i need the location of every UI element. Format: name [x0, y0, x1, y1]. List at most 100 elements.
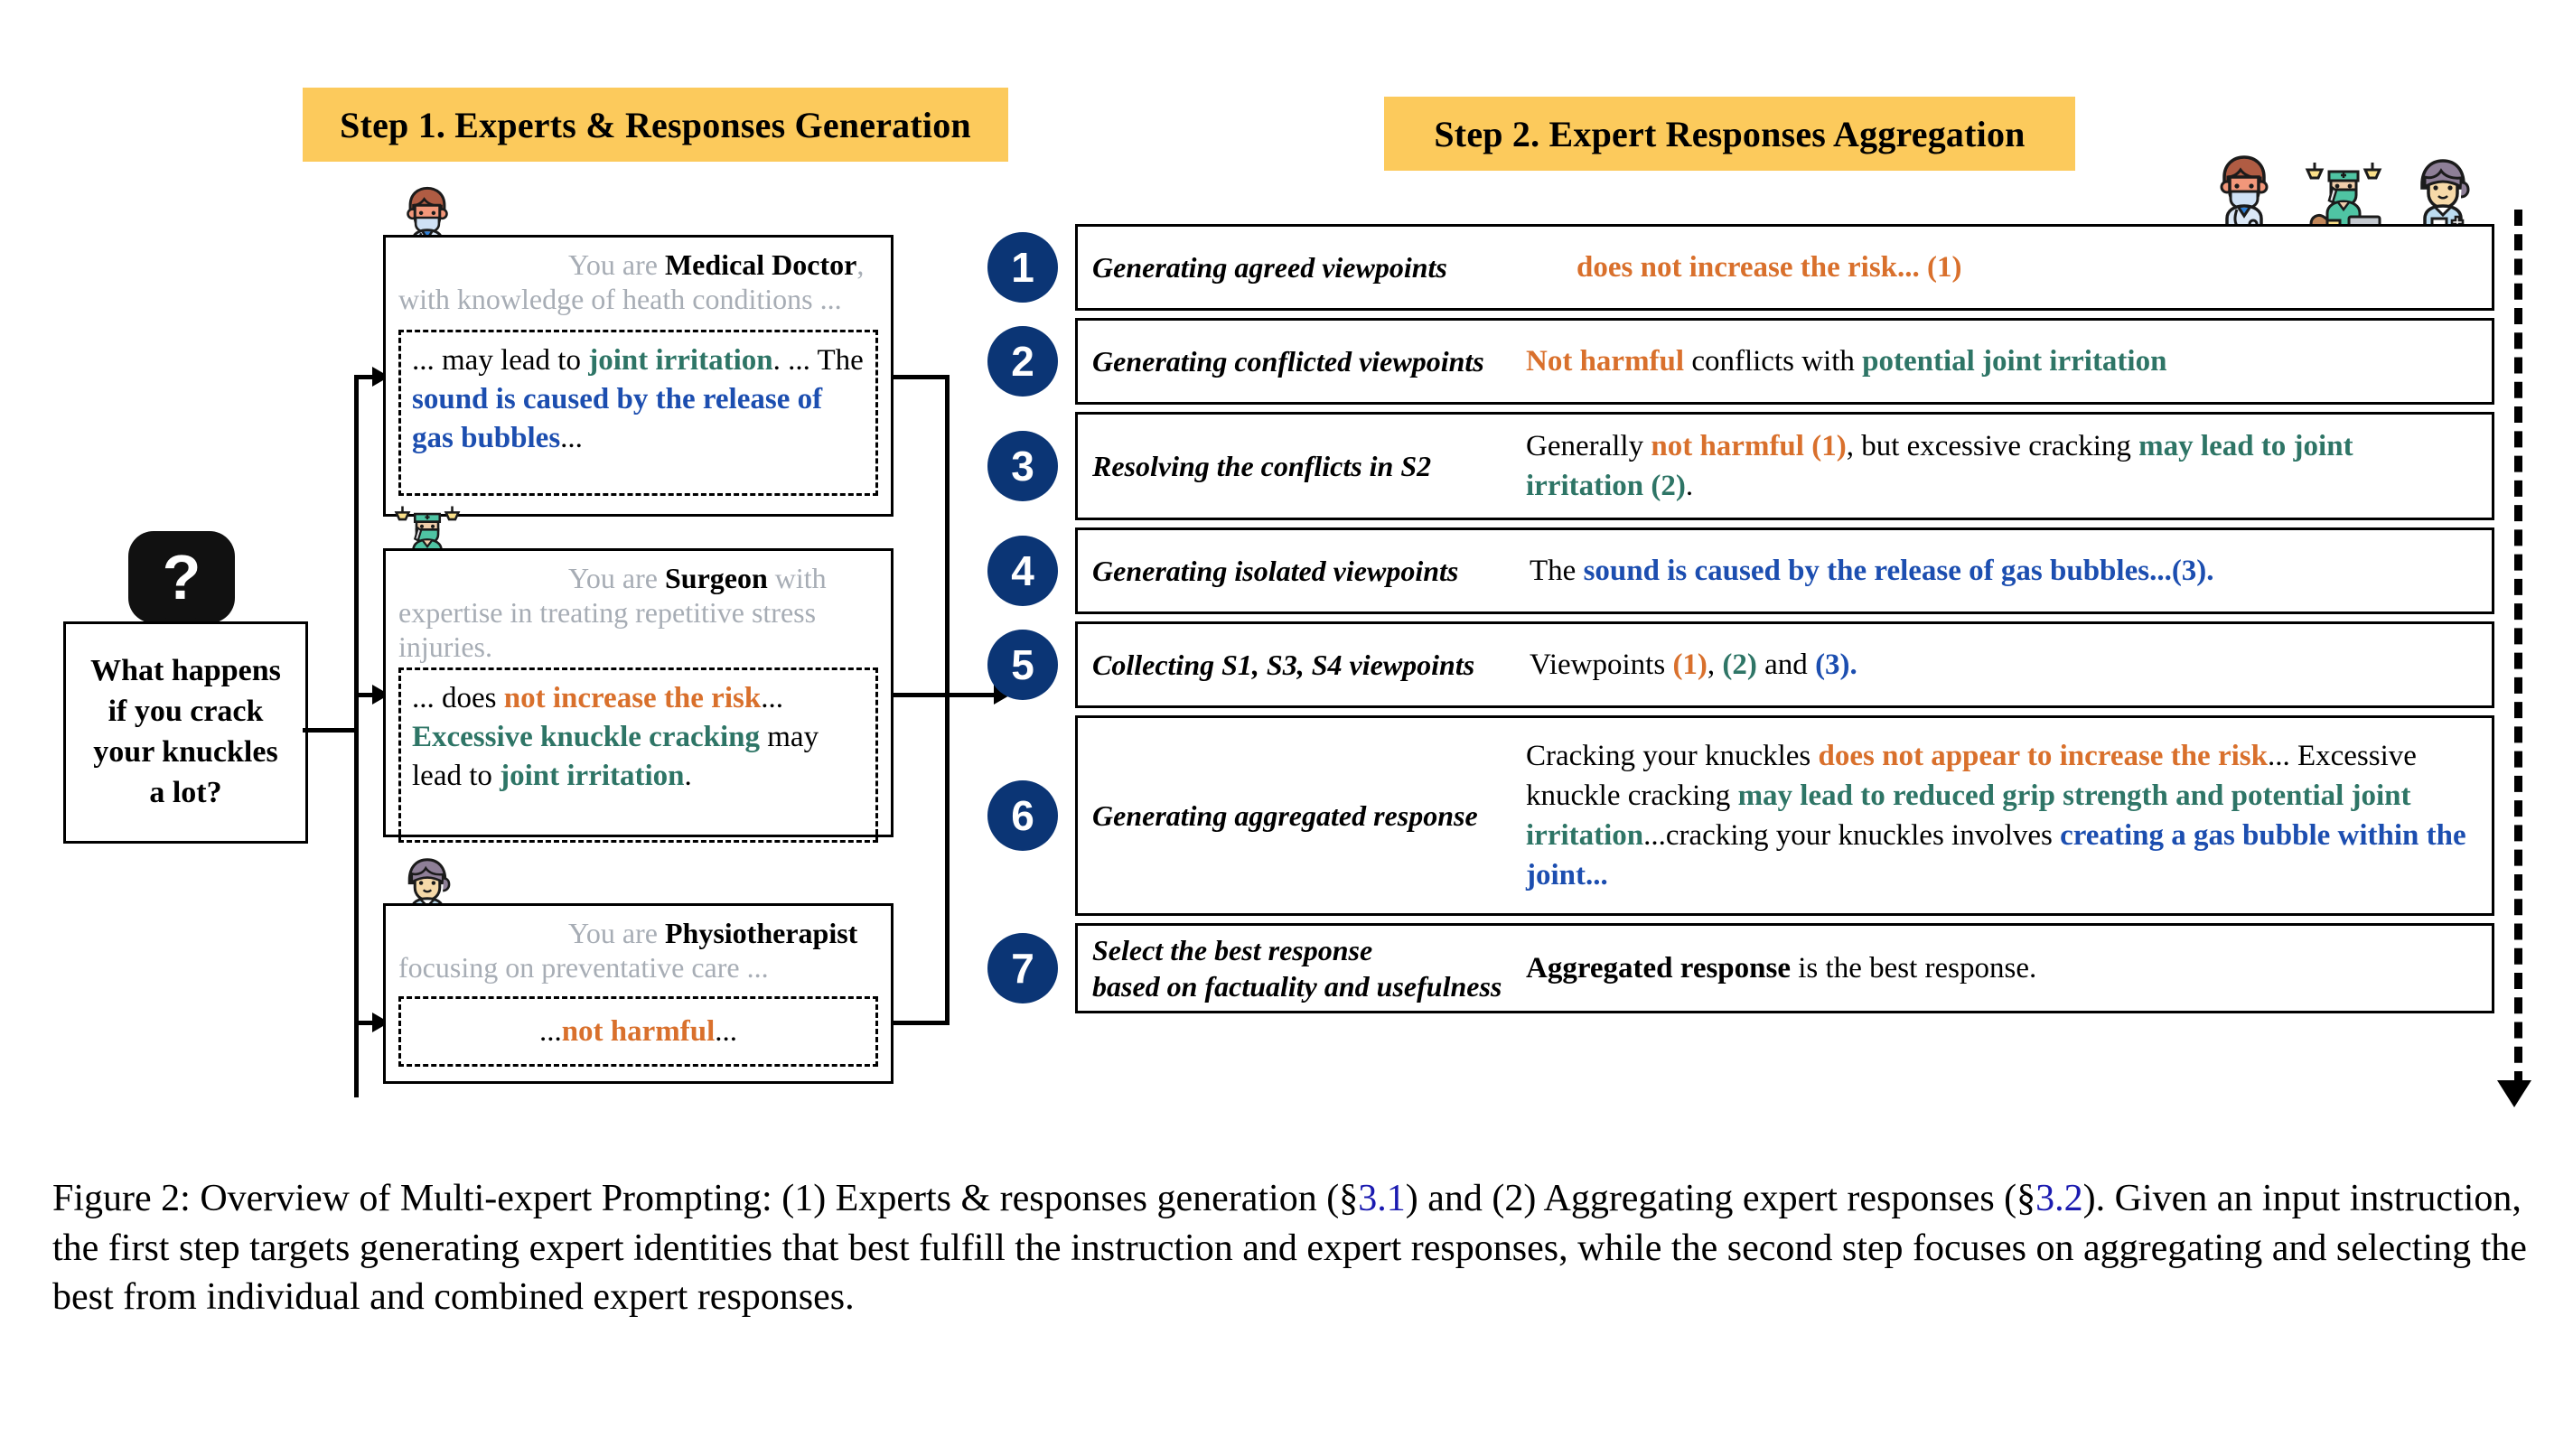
aggregation-row: 1 Generating agreed viewpoints does not … — [987, 224, 2494, 311]
feedback-arrowhead — [2497, 1080, 2531, 1107]
expert-prompt-medical-doctor: You are Medical Doctor, with knowledge o… — [398, 248, 878, 326]
result-green: may lead to joint irritation (2) — [1526, 429, 2353, 502]
step-badge: 3 — [987, 431, 1058, 501]
expert-role-label: Surgeon — [664, 562, 768, 594]
resp-green: joint irritation — [500, 760, 685, 793]
aggregation-result-text: does not increase the risk... (1) — [1520, 247, 2492, 287]
result-plain: , — [1707, 648, 1723, 681]
aggregation-row: 3 Resolving the conflicts in S2 Generall… — [987, 412, 2494, 520]
question-line-4: a lot? — [149, 775, 222, 809]
resp-orange: not increase the risk — [503, 682, 762, 715]
aggregation-row-list: 1 Generating agreed viewpoints does not … — [987, 224, 2494, 1021]
question-mark-icon: ? — [128, 531, 235, 623]
connector-question-trunk — [303, 728, 359, 733]
resp-text: ... — [715, 1014, 738, 1048]
aggregation-action-label: Generating conflicted viewpoints — [1092, 344, 1484, 378]
resp-text: ... — [761, 682, 783, 715]
doctor-avatar — [2199, 146, 2289, 237]
result-orange: Not harmful — [1526, 344, 1685, 378]
expert-role-label: Medical Doctor — [664, 248, 857, 281]
resp-text: . — [772, 344, 781, 377]
expert-response-surgeon: ... does not increase the risk... Excess… — [398, 667, 878, 844]
connector-merge-vertical — [945, 375, 950, 1025]
result-plain: Viewpoints — [1530, 648, 1673, 681]
result-plain: is the best response. — [1791, 951, 2037, 985]
resp-blue: sound is caused by the release of gas bu… — [412, 382, 823, 454]
connector-branch-doctor — [354, 375, 381, 379]
connector-question-vertical — [354, 375, 359, 1097]
step-badge: 4 — [987, 536, 1058, 606]
resp-text: . — [684, 760, 692, 793]
aggregation-action-label: Resolving the conflicts in S2 — [1092, 449, 1432, 482]
question-glyph: ? — [162, 542, 201, 612]
expert-card-surgeon: You are Surgeon with expertise in treati… — [383, 548, 894, 844]
caption-section-ref-1[interactable]: 3.1 — [1358, 1178, 1406, 1219]
expert-prompt-surgeon: You are Surgeon with expertise in treati… — [398, 562, 878, 664]
action-line-1: Select the best response — [1092, 933, 1373, 966]
prompt-lead: You are — [568, 562, 665, 594]
result-blue: sound is caused by the release of gas bu… — [1583, 554, 2214, 587]
result-orange: not harmful (1) — [1651, 429, 1847, 462]
result-orange: does not increase the risk... (1) — [1577, 250, 1962, 284]
aggregation-result-text: Cracking your knuckles does not appear t… — [1520, 736, 2492, 896]
result-plain: . — [1685, 470, 1694, 502]
expert-response-medical-doctor: ... may lead to joint irritation. ... Th… — [398, 330, 878, 496]
resp-text: ... — [560, 421, 583, 454]
aggregation-result-text: Viewpoints (1), (2) and (3). — [1520, 645, 2492, 685]
expert-response-physiotherapist: ... not harmful ... — [398, 996, 878, 1067]
step2-banner: Step 2. Expert Responses Aggregation — [1384, 97, 2075, 171]
result-green: potential joint irritation — [1862, 344, 2167, 378]
aggregation-action-label: Generating agreed viewpoints — [1092, 250, 1447, 284]
connector-doctor-out — [894, 375, 950, 379]
resp-text: ... The — [788, 344, 864, 377]
result-green: may lead to reduced grip strength and po… — [1526, 779, 2411, 852]
result-bold: Aggregated response — [1526, 951, 1792, 985]
feedback-dashed-line — [2514, 210, 2522, 1087]
aggregation-action-label: Generating aggregated response — [1092, 798, 1478, 832]
expert-card-physiotherapist: You are Physiotherapist focusing on prev… — [383, 903, 894, 1084]
result-green: (2) — [1722, 648, 1757, 681]
aggregation-result-text: Aggregated response is the best response… — [1520, 948, 2492, 988]
resp-text: ... — [538, 1014, 562, 1048]
result-plain: ...cracking your knuckles involves — [1643, 819, 2061, 852]
aggregation-action-label: Collecting S1, S3, S4 viewpoints — [1092, 648, 1475, 681]
action-line-2: based on factuality and usefulness — [1092, 970, 1502, 1003]
aggregation-result-text: Generally not harmful (1), but excessive… — [1520, 426, 2492, 506]
expert-prompt-physiotherapist: You are Physiotherapist focusing on prev… — [398, 917, 878, 994]
result-blue: creating a gas bubble within the joint..… — [1526, 819, 2466, 892]
result-plain: Cracking your knuckles — [1526, 739, 1819, 772]
step-badge: 6 — [987, 780, 1058, 851]
aggregation-row: 7 Select the best response based on fact… — [987, 923, 2494, 1013]
result-blue: (3). — [1815, 648, 1857, 681]
step-badge: 2 — [987, 326, 1058, 397]
step-badge: 1 — [987, 232, 1058, 303]
expert-avatar-group — [2199, 135, 2497, 237]
connector-branch-physio — [354, 1021, 381, 1025]
caption-part-3: ). Given an input instruction, the first… — [52, 1178, 2527, 1319]
caption-part-1: Overview of Multi-expert Prompting: (1) … — [190, 1178, 1359, 1219]
resp-orange: not harmful — [561, 1014, 716, 1048]
prompt-tail: focusing on preventative care ... — [398, 950, 769, 984]
figure-caption: Figure 2: Overview of Multi-expert Promp… — [52, 1174, 2528, 1322]
input-question-box: What happens if you crack your knuckles … — [63, 621, 308, 844]
aggregation-row: 6 Generating aggregated response Crackin… — [987, 715, 2494, 916]
caption-section-ref-2[interactable]: 3.2 — [2035, 1178, 2083, 1219]
aggregation-row: 2 Generating conflicted viewpoints Not h… — [987, 318, 2494, 405]
caption-part-2: ) and (2) Aggregating expert responses (… — [1405, 1178, 2036, 1219]
aggregation-result-text: The sound is caused by the release of ga… — [1520, 551, 2492, 591]
resp-green: Excessive knuckle cracking — [412, 721, 760, 754]
prompt-lead: You are — [568, 248, 665, 281]
aggregation-row: 4 Generating isolated viewpoints The sou… — [987, 527, 2494, 614]
result-plain: ... Excessive knuckle cracking — [1526, 739, 2417, 812]
physiotherapist-avatar — [2398, 146, 2488, 237]
question-line-1: What happens — [90, 654, 281, 688]
step-badge: 5 — [987, 630, 1058, 700]
result-orange: does not appear to increase the risk — [1818, 739, 2268, 772]
aggregation-action-label: Generating isolated viewpoints — [1092, 554, 1459, 587]
step1-banner: Step 1. Experts & Responses Generation — [303, 88, 1008, 162]
aggregation-row: 5 Collecting S1, S3, S4 viewpoints Viewp… — [987, 621, 2494, 708]
question-line-3: your knuckles — [93, 735, 278, 769]
result-plain: and — [1756, 648, 1816, 681]
resp-text: may lead to — [412, 721, 819, 793]
resp-text: ... may lead to — [412, 344, 589, 377]
